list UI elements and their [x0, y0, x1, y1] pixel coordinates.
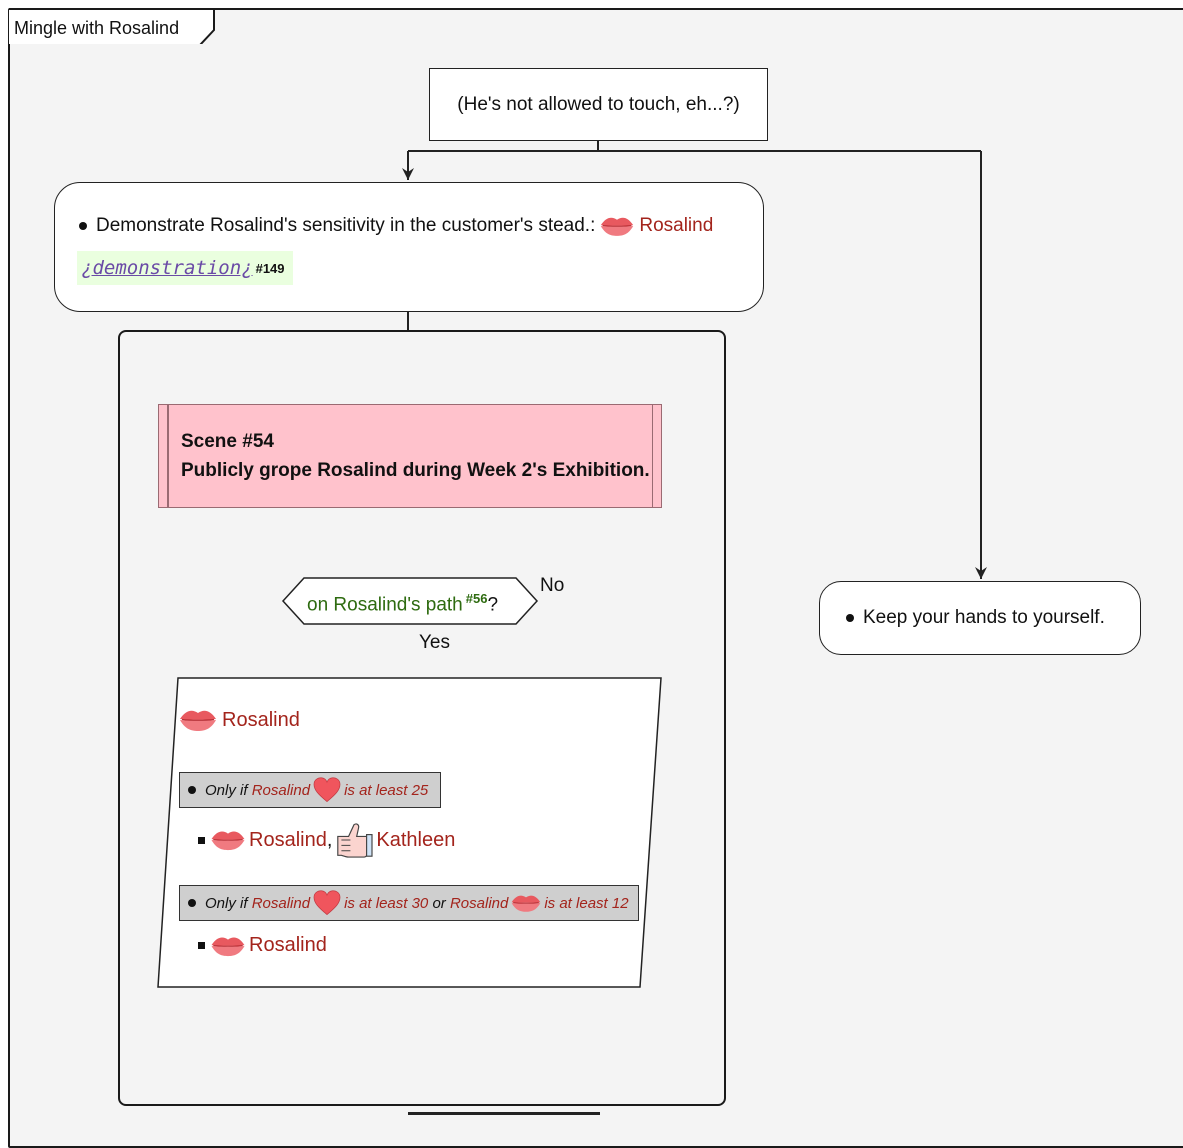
activity-keep-hands: Keep your hands to yourself.	[819, 581, 1141, 655]
scene-text: Scene #54 Publicly grope Rosalind during…	[181, 427, 650, 485]
lips-icon	[599, 215, 635, 237]
heart-icon	[312, 777, 342, 803]
scene-title: Scene #54	[181, 431, 274, 452]
cond2-name2: Rosalind	[449, 894, 509, 912]
link-ref: #149	[255, 260, 285, 276]
bullet	[846, 614, 854, 622]
sub1-sep: ,	[326, 828, 333, 851]
condition-text: on Rosalind's path#56?	[307, 591, 498, 616]
activity-text: Demonstrate Rosalind's sensitivity in th…	[96, 215, 596, 236]
sub1-name1: Rosalind	[249, 828, 327, 851]
heart-icon	[312, 890, 342, 916]
scene-box: Scene #54 Publicly grope Rosalind during…	[158, 404, 662, 508]
condition-ref: #56	[465, 591, 488, 606]
sub-item-1: Rosalind, Kathleen	[198, 822, 455, 858]
frame-title-tab	[9, 8, 215, 44]
thumbs-up-icon	[334, 822, 374, 858]
lips-icon	[178, 708, 218, 732]
demonstration-link[interactable]: ¿demonstration¿	[81, 257, 253, 279]
condition-hexagon	[281, 577, 539, 625]
condition-note-2: Only if Rosalind is at least 30 or Rosal…	[179, 885, 639, 921]
activity-link-row: ¿demonstration¿ #149	[77, 251, 293, 285]
scene-description: Publicly grope Rosalind during Week 2's …	[181, 460, 650, 481]
cond1-rest: is at least 25	[344, 781, 429, 799]
lips-icon	[209, 829, 247, 851]
note-box: (He's not allowed to touch, eh...?)	[429, 68, 768, 141]
cond1-name: Rosalind	[251, 781, 311, 799]
cond2-name1: Rosalind	[251, 894, 311, 912]
sub2-name: Rosalind	[249, 934, 327, 956]
activity-actor: Rosalind	[639, 215, 714, 236]
yes-label: Yes	[419, 632, 450, 653]
activity-demonstrate: Demonstrate Rosalind's sensitivity in th…	[54, 182, 764, 312]
lips-icon	[209, 935, 247, 957]
cond1-prefix: Only if	[205, 781, 248, 799]
cond2-or: or	[432, 894, 446, 912]
frame-title: Mingle with Rosalind	[14, 18, 180, 38]
keep-text: Keep your hands to yourself.	[863, 607, 1105, 628]
sub1-name2: Kathleen	[376, 828, 456, 851]
condition-note-1: Only if Rosalind is at least 25	[179, 772, 441, 808]
sub-item-2: Rosalind	[198, 934, 327, 957]
square-bullet	[198, 836, 205, 844]
cond2-rest2: is at least 12	[544, 894, 629, 912]
activity-line: Demonstrate Rosalind's sensitivity in th…	[79, 215, 713, 237]
condition-suffix: ?	[487, 594, 499, 616]
no-label: No	[540, 575, 565, 596]
bullet	[188, 786, 196, 794]
condition-label: on Rosalind's path	[307, 594, 463, 616]
square-bullet	[198, 942, 205, 949]
bullet	[188, 899, 196, 907]
result-head: Rosalind	[178, 708, 300, 732]
bullet	[79, 222, 87, 230]
lips-icon	[510, 893, 542, 913]
note-text: (He's not allowed to touch, eh...?)	[457, 93, 740, 115]
cond2-rest1: is at least 30	[344, 894, 429, 912]
result-actor: Rosalind	[222, 708, 300, 731]
end-bar	[408, 1112, 600, 1115]
cond2-prefix: Only if	[205, 894, 248, 912]
